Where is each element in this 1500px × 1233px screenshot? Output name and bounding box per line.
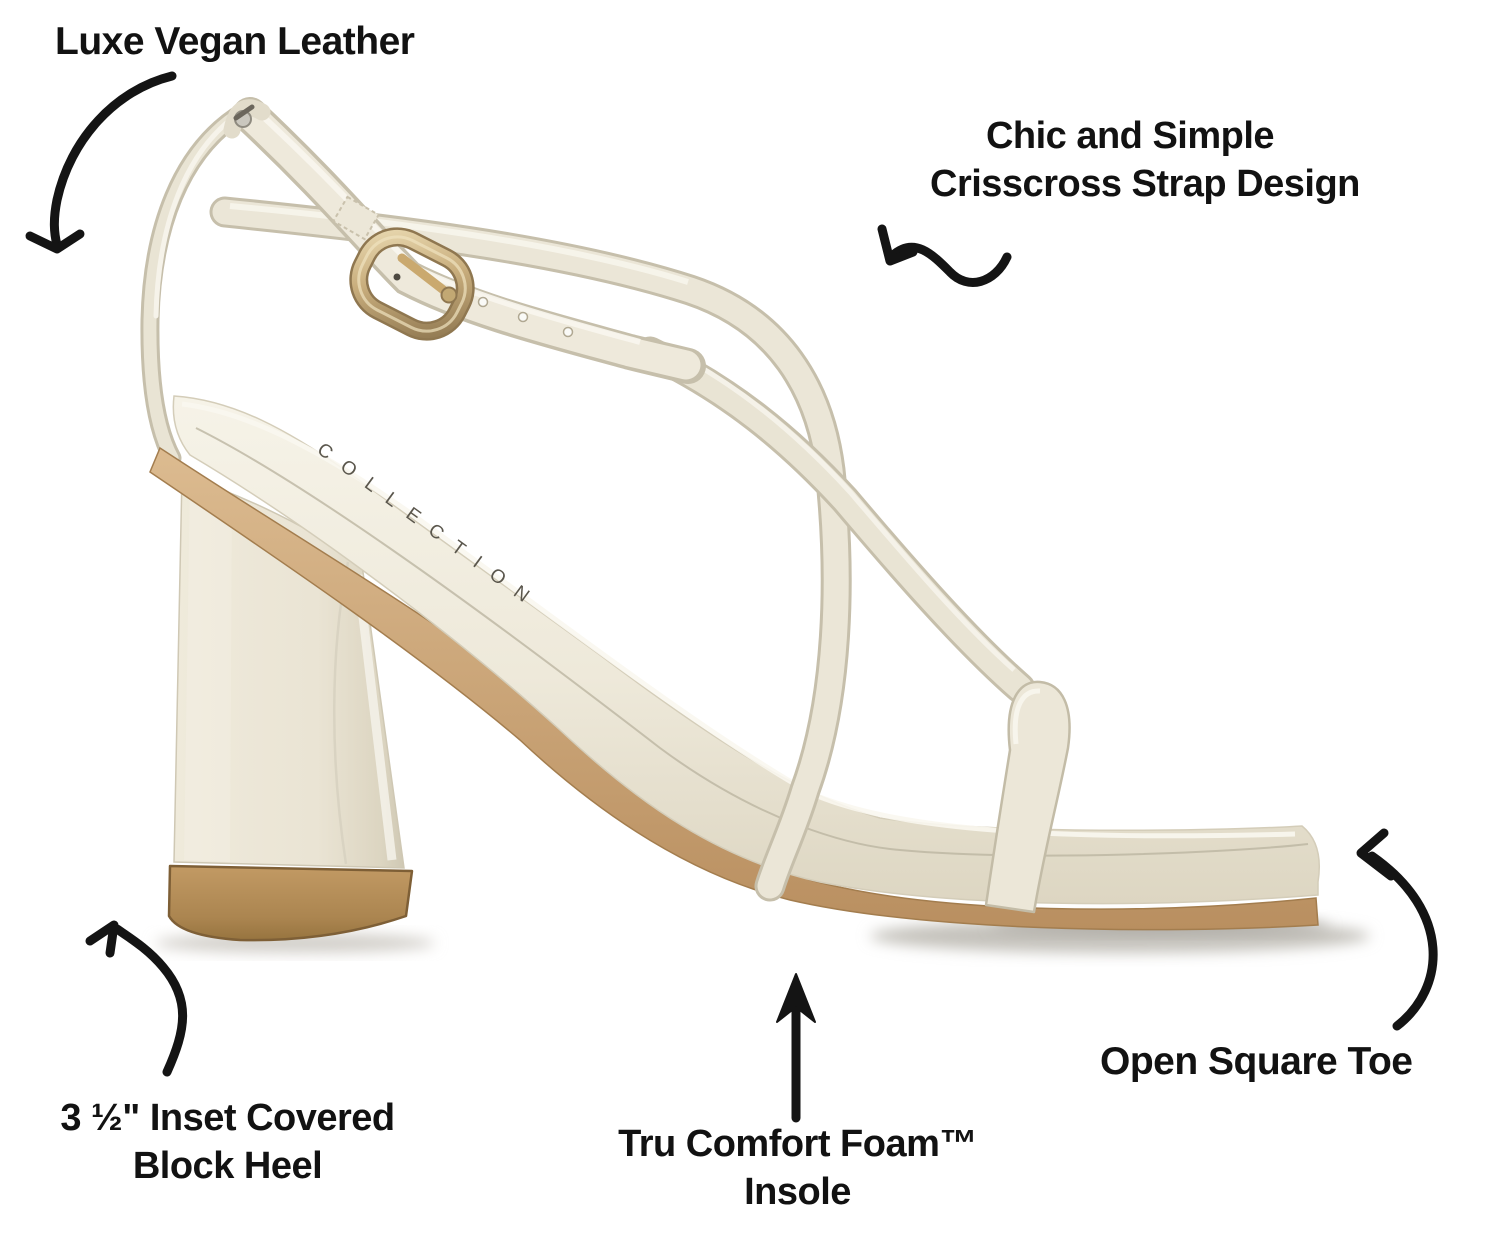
buckle-pin-hole — [393, 273, 401, 281]
callout-block-heel-line1: 3 ½" Inset Covered — [60, 1097, 395, 1139]
callout-crisscross: Chic and Simple Crisscross Strap Design — [930, 112, 1360, 208]
slingback-strap — [140, 102, 253, 468]
crisscross-strap-rear — [209, 196, 852, 902]
strap-hole — [477, 296, 489, 308]
callout-vegan-leather: Luxe Vegan Leather — [55, 18, 415, 66]
callout-vegan-leather-label: Luxe Vegan Leather — [55, 20, 415, 63]
toe-strap — [984, 680, 1071, 914]
callout-insole-line2: Insole — [744, 1171, 851, 1213]
strap-hole — [517, 311, 529, 323]
arrow-vegan-leather — [25, 71, 177, 254]
heel-sole-gum — [167, 864, 414, 942]
callout-crisscross-line1: Chic and Simple — [985, 115, 1275, 157]
buckle-pin — [393, 253, 458, 304]
arrow-crisscross — [877, 224, 1012, 287]
callout-insole: Tru Comfort Foam™ Insole — [590, 1120, 1005, 1216]
callout-block-heel: 3 ½" Inset Covered Block Heel — [30, 1094, 425, 1190]
annotation-arrows — [25, 71, 1438, 1123]
ankle-loop — [223, 99, 271, 139]
toe-strap-highlight — [1012, 688, 1041, 745]
arrow-square-toe — [1356, 828, 1438, 1031]
arrow-insole — [776, 973, 816, 1123]
strap-stitch-patch — [332, 195, 380, 241]
arrow-block-heel — [85, 920, 188, 1077]
callout-square-toe: Open Square Toe — [1100, 1038, 1413, 1086]
callout-block-heel-line2: Block Heel — [132, 1145, 323, 1187]
crisscross-strap-front — [634, 336, 1036, 704]
buckle — [349, 227, 475, 341]
callout-insole-line1: Tru Comfort Foam™ — [618, 1123, 977, 1165]
callout-crisscross-line2: Crisscross Strap Design — [930, 163, 1360, 205]
callout-square-toe-label: Open Square Toe — [1100, 1040, 1413, 1083]
strap-hole — [562, 326, 574, 338]
